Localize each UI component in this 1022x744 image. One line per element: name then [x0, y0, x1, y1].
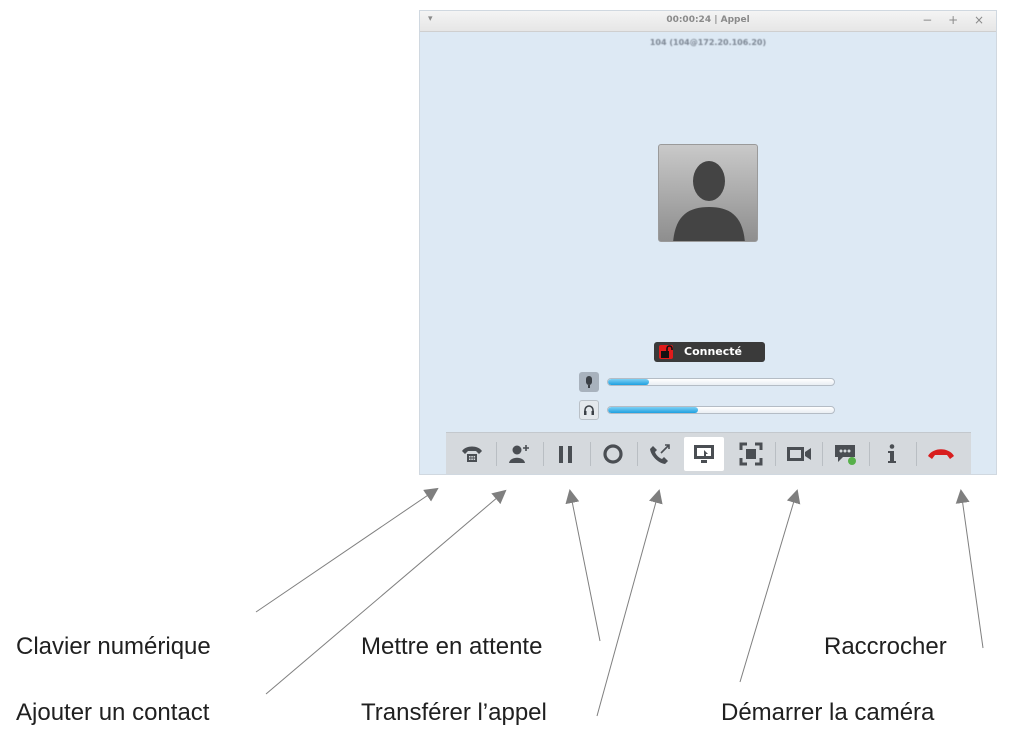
pause-icon: [559, 446, 572, 463]
annotation-camera: Démarrer la caméra: [721, 699, 935, 726]
arrow-hangup: [955, 489, 984, 649]
toolbar-separator: [916, 442, 917, 466]
fullscreen-button[interactable]: [731, 437, 771, 471]
window-menu-icon[interactable]: ▾: [428, 14, 433, 24]
annotation-add-contact: Ajouter un contact: [16, 699, 210, 726]
screen-share-button[interactable]: [684, 437, 724, 471]
chat-button[interactable]: [825, 437, 865, 471]
microphone-level-row: [579, 372, 839, 392]
dialpad-button[interactable]: [452, 437, 492, 471]
annotation-transfer: Transférer l’appel: [361, 699, 547, 726]
speaker-level-fill: [608, 407, 699, 413]
toolbar-separator: [590, 442, 591, 466]
transfer-call-icon: [650, 444, 670, 464]
arrow-hold: [565, 489, 601, 642]
title-bar: ▾ 00:00:24 | Appel − + ×: [420, 11, 996, 32]
microphone-icon[interactable]: [579, 372, 599, 392]
toolbar-separator: [869, 442, 870, 466]
record-icon: [603, 444, 623, 464]
toolbar-separator: [496, 442, 497, 466]
unlocked-padlock-icon: [659, 345, 673, 359]
status-label: Connecté: [684, 345, 742, 358]
toolbar-separator: [543, 442, 544, 466]
arrow-camera: [739, 489, 801, 683]
avatar: [658, 144, 758, 242]
screen-share-icon: [694, 445, 714, 463]
arrow-add-contact: [265, 489, 507, 695]
window-title: 00:00:24 | Appel: [666, 15, 750, 25]
callee-address: 104 (104@172.20.106.20): [649, 38, 767, 47]
dialpad-phone-icon: [462, 446, 482, 462]
hold-button[interactable]: [546, 437, 586, 471]
record-button[interactable]: [593, 437, 633, 471]
arrow-transfer: [596, 489, 663, 717]
speaker-level-meter: [607, 406, 835, 414]
toolbar-separator: [775, 442, 776, 466]
add-contact-button[interactable]: [499, 437, 539, 471]
transfer-call-button[interactable]: [640, 437, 680, 471]
info-button[interactable]: [872, 437, 912, 471]
arrow-dialpad: [255, 487, 439, 613]
chat-icon: [835, 445, 856, 465]
annotation-dialpad: Clavier numérique: [16, 633, 211, 660]
add-contact-icon: [509, 445, 529, 463]
info-icon: [888, 444, 896, 463]
toolbar-separator: [822, 442, 823, 466]
video-camera-icon: [787, 447, 811, 461]
window-controls[interactable]: − + ×: [922, 13, 990, 27]
speaker-level-row: [579, 400, 839, 420]
fullscreen-icon: [739, 442, 763, 466]
hang-up-icon: [928, 449, 954, 459]
toolbar-separator: [637, 442, 638, 466]
headphones-icon[interactable]: [579, 400, 599, 420]
person-silhouette-icon: [673, 161, 745, 241]
microphone-level-fill: [608, 379, 649, 385]
start-camera-button[interactable]: [778, 437, 818, 471]
microphone-level-meter: [607, 378, 835, 386]
annotation-hangup: Raccrocher: [824, 633, 947, 660]
hang-up-button[interactable]: [919, 437, 959, 471]
call-toolbar: [446, 432, 971, 474]
call-window: ▾ 00:00:24 | Appel − + × 104 (104@172.20…: [419, 10, 997, 475]
annotation-hold: Mettre en attente: [361, 633, 543, 660]
connection-status-badge: Connecté: [654, 342, 765, 362]
